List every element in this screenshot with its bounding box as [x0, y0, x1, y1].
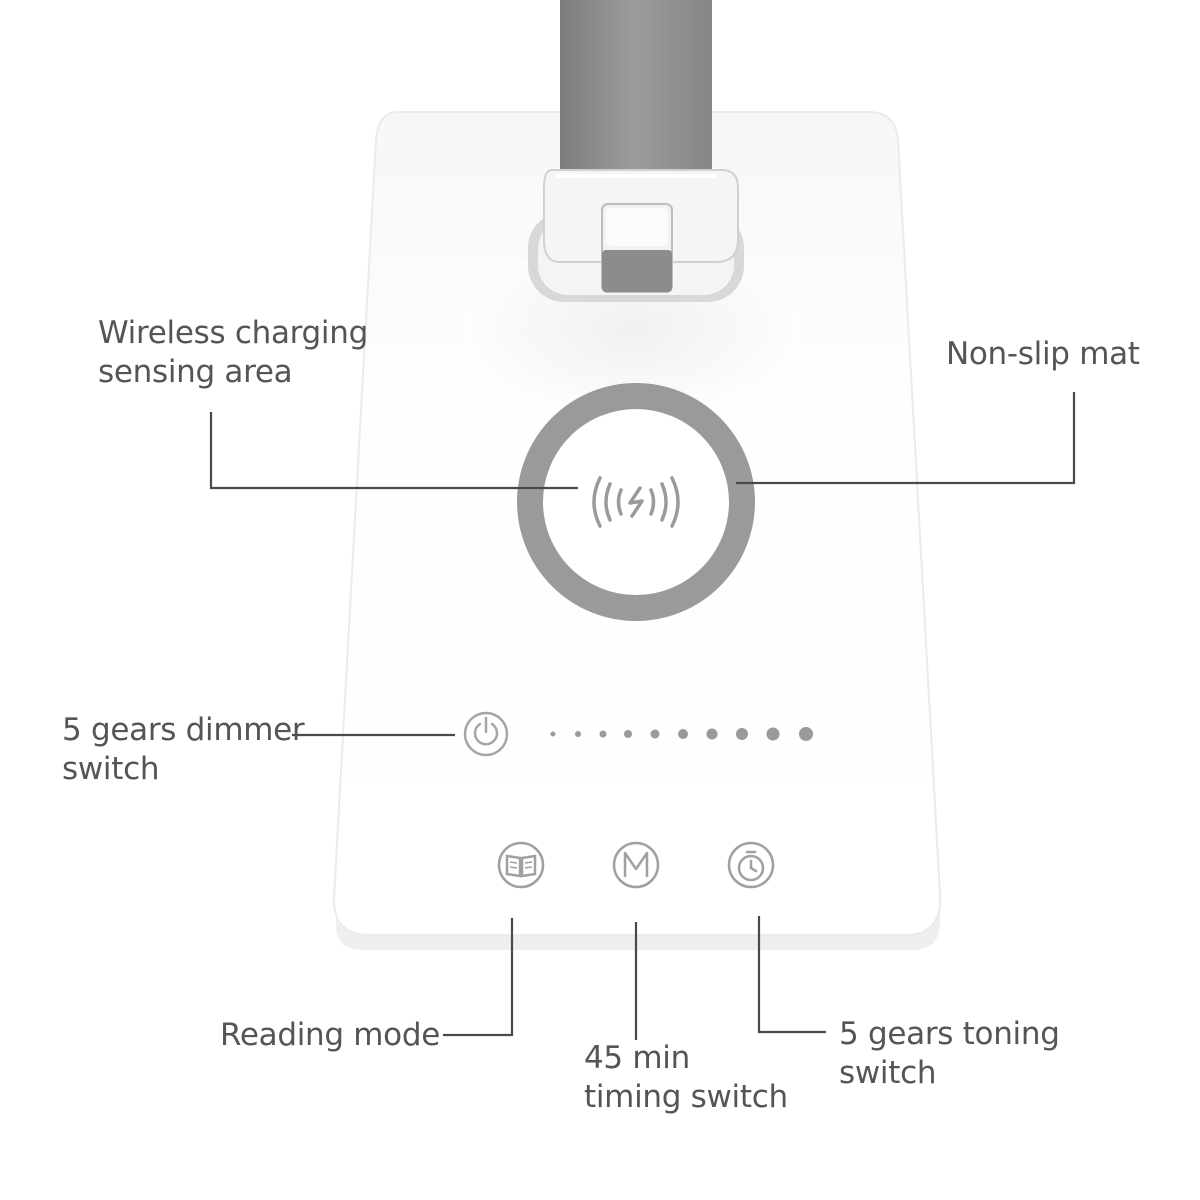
- book-icon: [497, 841, 545, 889]
- wireless-charging-icon: [592, 476, 680, 528]
- label-wireless-line1: Wireless charging: [98, 315, 368, 351]
- label-wireless-line2: sensing area: [98, 354, 293, 390]
- leader-nonslip: [736, 392, 1076, 485]
- label-reading-line1: Reading mode: [220, 1017, 440, 1053]
- label-non-slip-mat: Non-slip mat: [946, 335, 1140, 374]
- leader-wireless: [209, 412, 578, 490]
- label-reading-mode: Reading mode: [220, 1016, 440, 1055]
- leader-toning: [757, 916, 826, 1034]
- label-dimmer-switch: 5 gears dimmer switch: [62, 711, 305, 789]
- power-icon: [463, 711, 509, 757]
- wireless-charging-ring: [517, 383, 755, 621]
- label-timing-line1: 45 min: [584, 1040, 690, 1076]
- m-icon: [612, 841, 660, 889]
- label-toning-line1: 5 gears toning: [839, 1016, 1060, 1052]
- label-wireless-charging: Wireless charging sensing area: [98, 314, 368, 392]
- label-timing-line2: timing switch: [584, 1079, 788, 1115]
- dimmer-level-dots: [550, 727, 813, 741]
- label-nonslip-line1: Non-slip mat: [946, 336, 1140, 372]
- lamp-arm: [560, 0, 712, 190]
- leader-reading: [443, 918, 514, 1037]
- label-dimmer-line2: switch: [62, 751, 160, 787]
- stopwatch-icon: [727, 841, 775, 889]
- label-dimmer-line1: 5 gears dimmer: [62, 712, 305, 748]
- label-toning-line2: switch: [839, 1055, 937, 1091]
- leader-lines: [209, 392, 1076, 1040]
- label-toning-switch: 5 gears toning switch: [839, 1015, 1060, 1093]
- label-timing-switch: 45 min timing switch: [584, 1039, 788, 1117]
